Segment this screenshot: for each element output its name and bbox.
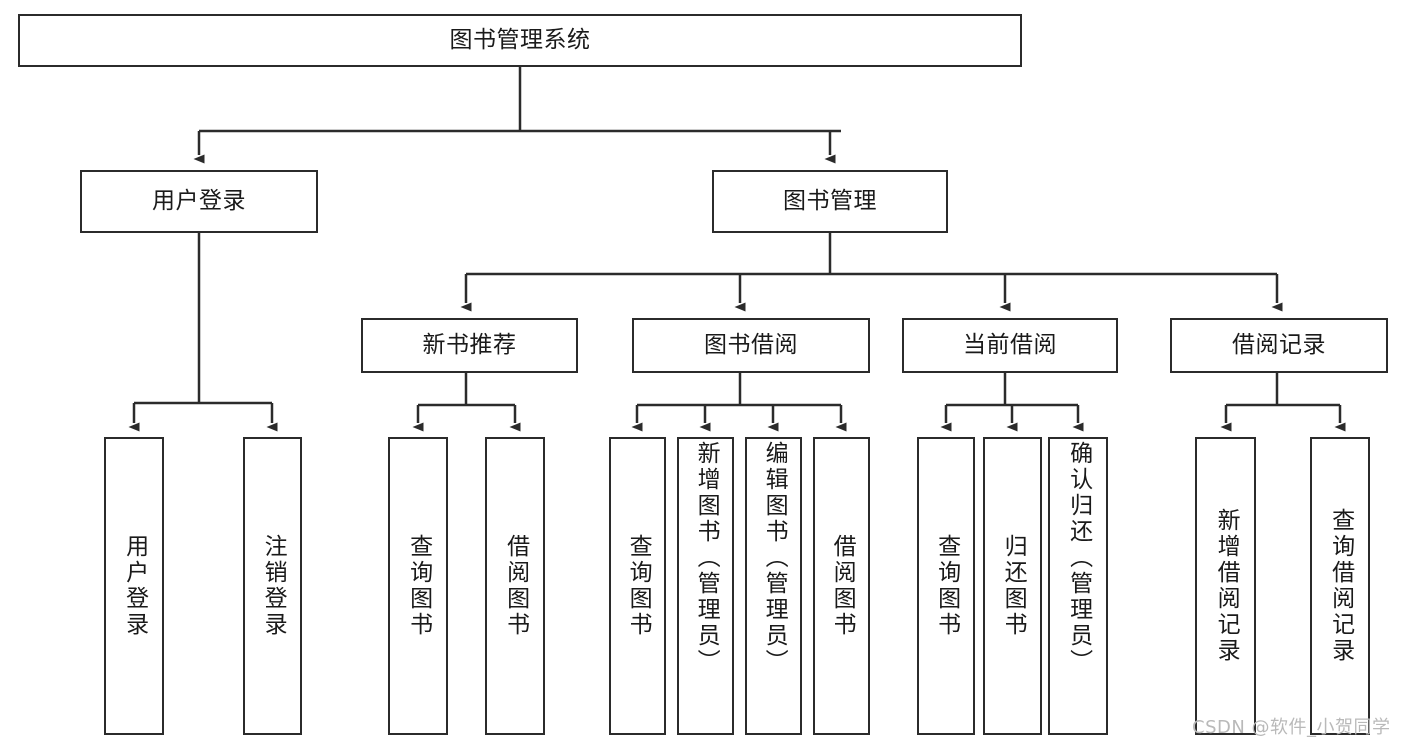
node-leaf-query-book-1[interactable]: 查询图书	[388, 437, 448, 735]
node-leaf-edit-book-label: 编辑图书（管理员）	[761, 441, 788, 675]
node-leaf-borrow-book-2[interactable]: 借阅图书	[813, 437, 870, 735]
node-leaf-user-login[interactable]: 用户登录	[104, 437, 164, 735]
node-current-borrow[interactable]: 当前借阅	[902, 318, 1118, 373]
node-root-label: 图书管理系统	[449, 27, 591, 54]
node-leaf-logout[interactable]: 注销登录	[243, 437, 302, 735]
node-root[interactable]: 图书管理系统	[18, 14, 1022, 67]
node-leaf-user-login-label: 用户登录	[121, 534, 148, 638]
node-leaf-confirm-return[interactable]: 确认归还（管理员）	[1048, 437, 1108, 735]
node-leaf-return-book-label: 归还图书	[1000, 534, 1027, 638]
node-book-borrow-label: 图书借阅	[704, 332, 798, 359]
node-leaf-borrow-book-2-label: 借阅图书	[829, 534, 856, 638]
node-leaf-borrow-book-1[interactable]: 借阅图书	[485, 437, 545, 735]
node-book-borrow[interactable]: 图书借阅	[632, 318, 870, 373]
node-leaf-confirm-return-label: 确认归还（管理员）	[1065, 441, 1092, 675]
node-user-login[interactable]: 用户登录	[80, 170, 318, 233]
node-book-manage[interactable]: 图书管理	[712, 170, 948, 233]
node-book-manage-label: 图书管理	[783, 188, 877, 215]
node-current-borrow-label: 当前借阅	[963, 332, 1057, 359]
node-borrow-record-label: 借阅记录	[1232, 332, 1326, 359]
node-leaf-borrow-book-1-label: 借阅图书	[502, 534, 529, 638]
node-leaf-query-book-2-label: 查询图书	[625, 534, 652, 638]
node-leaf-add-book[interactable]: 新增图书（管理员）	[677, 437, 734, 735]
csdn-watermark: CSDN @软件_小贺同学	[1192, 717, 1391, 738]
node-leaf-query-book-2[interactable]: 查询图书	[609, 437, 666, 735]
node-leaf-query-book-1-label: 查询图书	[405, 534, 432, 638]
node-borrow-record[interactable]: 借阅记录	[1170, 318, 1388, 373]
node-leaf-query-book-3[interactable]: 查询图书	[917, 437, 975, 735]
node-leaf-add-record-label: 新增借阅记录	[1213, 508, 1240, 664]
node-leaf-logout-label: 注销登录	[260, 534, 287, 638]
node-leaf-edit-book[interactable]: 编辑图书（管理员）	[745, 437, 802, 735]
node-new-book-recommend[interactable]: 新书推荐	[361, 318, 578, 373]
node-leaf-add-record[interactable]: 新增借阅记录	[1195, 437, 1256, 735]
node-user-login-label: 用户登录	[152, 188, 246, 215]
node-leaf-query-book-3-label: 查询图书	[933, 534, 960, 638]
node-leaf-query-record-label: 查询借阅记录	[1327, 508, 1354, 664]
node-leaf-query-record[interactable]: 查询借阅记录	[1310, 437, 1370, 735]
node-leaf-add-book-label: 新增图书（管理员）	[693, 441, 720, 675]
node-new-book-recommend-label: 新书推荐	[422, 332, 517, 359]
node-leaf-return-book[interactable]: 归还图书	[983, 437, 1042, 735]
